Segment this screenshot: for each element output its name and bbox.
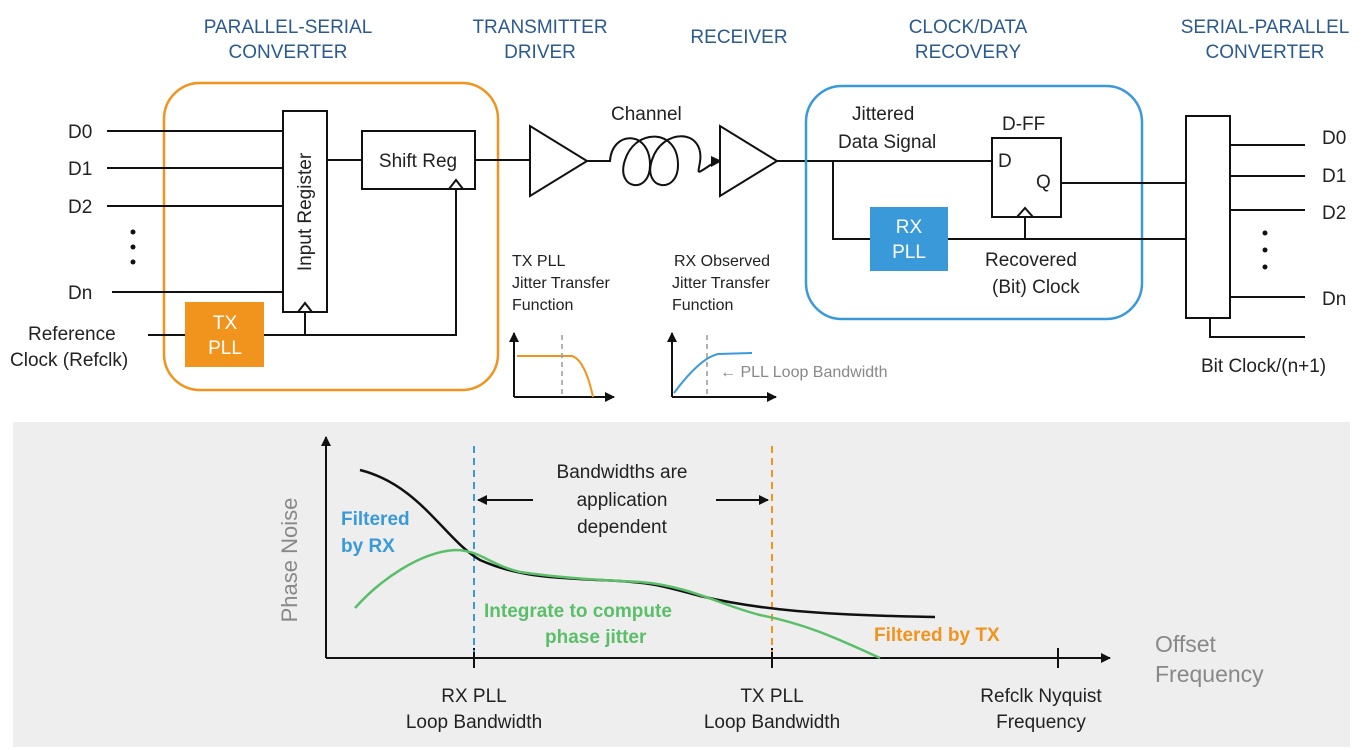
output-d0: D0	[1322, 128, 1346, 149]
dff-block	[991, 137, 1062, 218]
tx-pll-block	[185, 302, 264, 367]
rx-pll-label-2: PLL	[892, 242, 926, 263]
channel-coil	[587, 135, 716, 186]
jittered-label-2: Data Signal	[838, 132, 936, 153]
dff-clock-marker	[1016, 206, 1034, 218]
rx-jtf-plot	[667, 332, 777, 402]
refclk-label-2: Clock (Refclk)	[10, 350, 128, 371]
ellipsis-dots-left	[130, 229, 136, 265]
output-dn: Dn	[1322, 289, 1346, 310]
header-transmitter-2: DRIVER	[504, 42, 576, 63]
header-receiver: RECEIVER	[690, 27, 787, 48]
filtered-rx-label-1: Filtered	[341, 509, 410, 530]
input-register-block	[282, 110, 328, 313]
tx-pll-label-2: PLL	[208, 338, 242, 359]
rx-pll-label-1: RX	[896, 217, 923, 238]
header-cdr-2: RECOVERY	[915, 42, 1022, 63]
refclk-label-1: Reference	[28, 324, 116, 345]
filtered-rx-label-2: by RX	[341, 536, 395, 557]
input-d0: D0	[68, 122, 92, 143]
tx-jtf-label-3: Function	[512, 297, 573, 314]
shift-reg-clock-marker	[448, 178, 464, 190]
rx-pll-bw-label-1: RX PLL	[441, 686, 506, 707]
filtered-phase-noise-curve	[354, 548, 881, 660]
dff-title: D-FF	[1002, 114, 1045, 135]
wire-data-to-rxpll	[832, 161, 870, 240]
nyquist-label-1: Refclk Nyquist	[980, 686, 1102, 707]
phase-noise-panel	[13, 422, 1350, 747]
input-d2: D2	[68, 197, 92, 218]
ellipsis-dots-right	[1262, 230, 1268, 270]
tx-jtf-label-1: TX PLL	[512, 253, 565, 270]
header-serial-parallel-1: SERIAL-PARALLEL	[1181, 17, 1350, 38]
transmitter-driver-symbol	[529, 124, 589, 198]
channel-label: Channel	[611, 104, 682, 125]
rx-jtf-label-3: Function	[672, 297, 733, 314]
header-transmitter-1: TRANSMITTER	[472, 17, 607, 38]
input-register-label: Input Register	[295, 152, 316, 271]
integrate-label-2: phase jitter	[545, 627, 647, 648]
tx-jtf-label-2: Jitter Transfer	[512, 275, 610, 292]
input-dn: Dn	[68, 283, 92, 304]
output-register-block	[1185, 115, 1231, 319]
recovered-label-2: (Bit) Clock	[992, 277, 1080, 298]
tx-jtf-plot	[509, 332, 615, 402]
rx-pll-bw-label-2: Loop Bandwidth	[406, 712, 542, 733]
bandwidth-note-2: application	[577, 490, 668, 511]
header-parallel-serial-2: CONVERTER	[229, 42, 348, 63]
header-parallel-serial-1: PARALLEL-SERIAL	[204, 17, 373, 38]
shift-reg-label: Shift Reg	[379, 151, 457, 172]
dff-q-pin: Q	[1036, 172, 1051, 193]
input-d1: D1	[68, 159, 92, 180]
tx-pll-bw-label-2: Loop Bandwidth	[704, 712, 840, 733]
bitclock-label: Bit Clock/(n+1)	[1201, 356, 1326, 377]
input-register-clock-marker	[297, 301, 313, 313]
bandwidth-note-1: Bandwidths are	[557, 462, 688, 483]
phase-noise-axes	[321, 436, 1111, 668]
header-cdr-1: CLOCK/DATA	[909, 17, 1028, 38]
rx-jtf-label-2: Jitter Transfer	[672, 275, 770, 292]
y-axis-label: Phase Noise	[277, 498, 302, 623]
header-serial-parallel-2: CONVERTER	[1206, 42, 1325, 63]
integrate-label-1: Integrate to compute	[484, 601, 672, 622]
filtered-tx-label: Filtered by TX	[874, 625, 1000, 646]
x-axis-label-2: Frequency	[1155, 661, 1264, 687]
wire-tx-clock	[264, 189, 457, 336]
output-d2: D2	[1322, 203, 1346, 224]
bandwidth-note-3: dependent	[577, 517, 668, 538]
rx-jtf-label-1: RX Observed	[674, 253, 770, 270]
cdr-group	[804, 84, 1144, 321]
x-axis-label-1: Offset	[1155, 631, 1217, 657]
recovered-label-1: Recovered	[985, 250, 1077, 271]
nyquist-label-2: Frequency	[996, 712, 1086, 733]
dff-d-pin: D	[998, 151, 1012, 172]
jittered-label-1: Jittered	[852, 104, 914, 125]
tx-pll-bw-label-1: TX PLL	[740, 686, 803, 707]
receiver-symbol	[719, 124, 779, 198]
parallel-serial-group	[162, 81, 500, 392]
output-d1: D1	[1322, 166, 1346, 187]
loop-bw-note: ← PLL Loop Bandwidth	[720, 364, 888, 381]
tx-pll-label-1: TX	[213, 313, 238, 334]
rx-pll-block	[870, 207, 948, 271]
wire-bitclock	[1209, 318, 1305, 338]
